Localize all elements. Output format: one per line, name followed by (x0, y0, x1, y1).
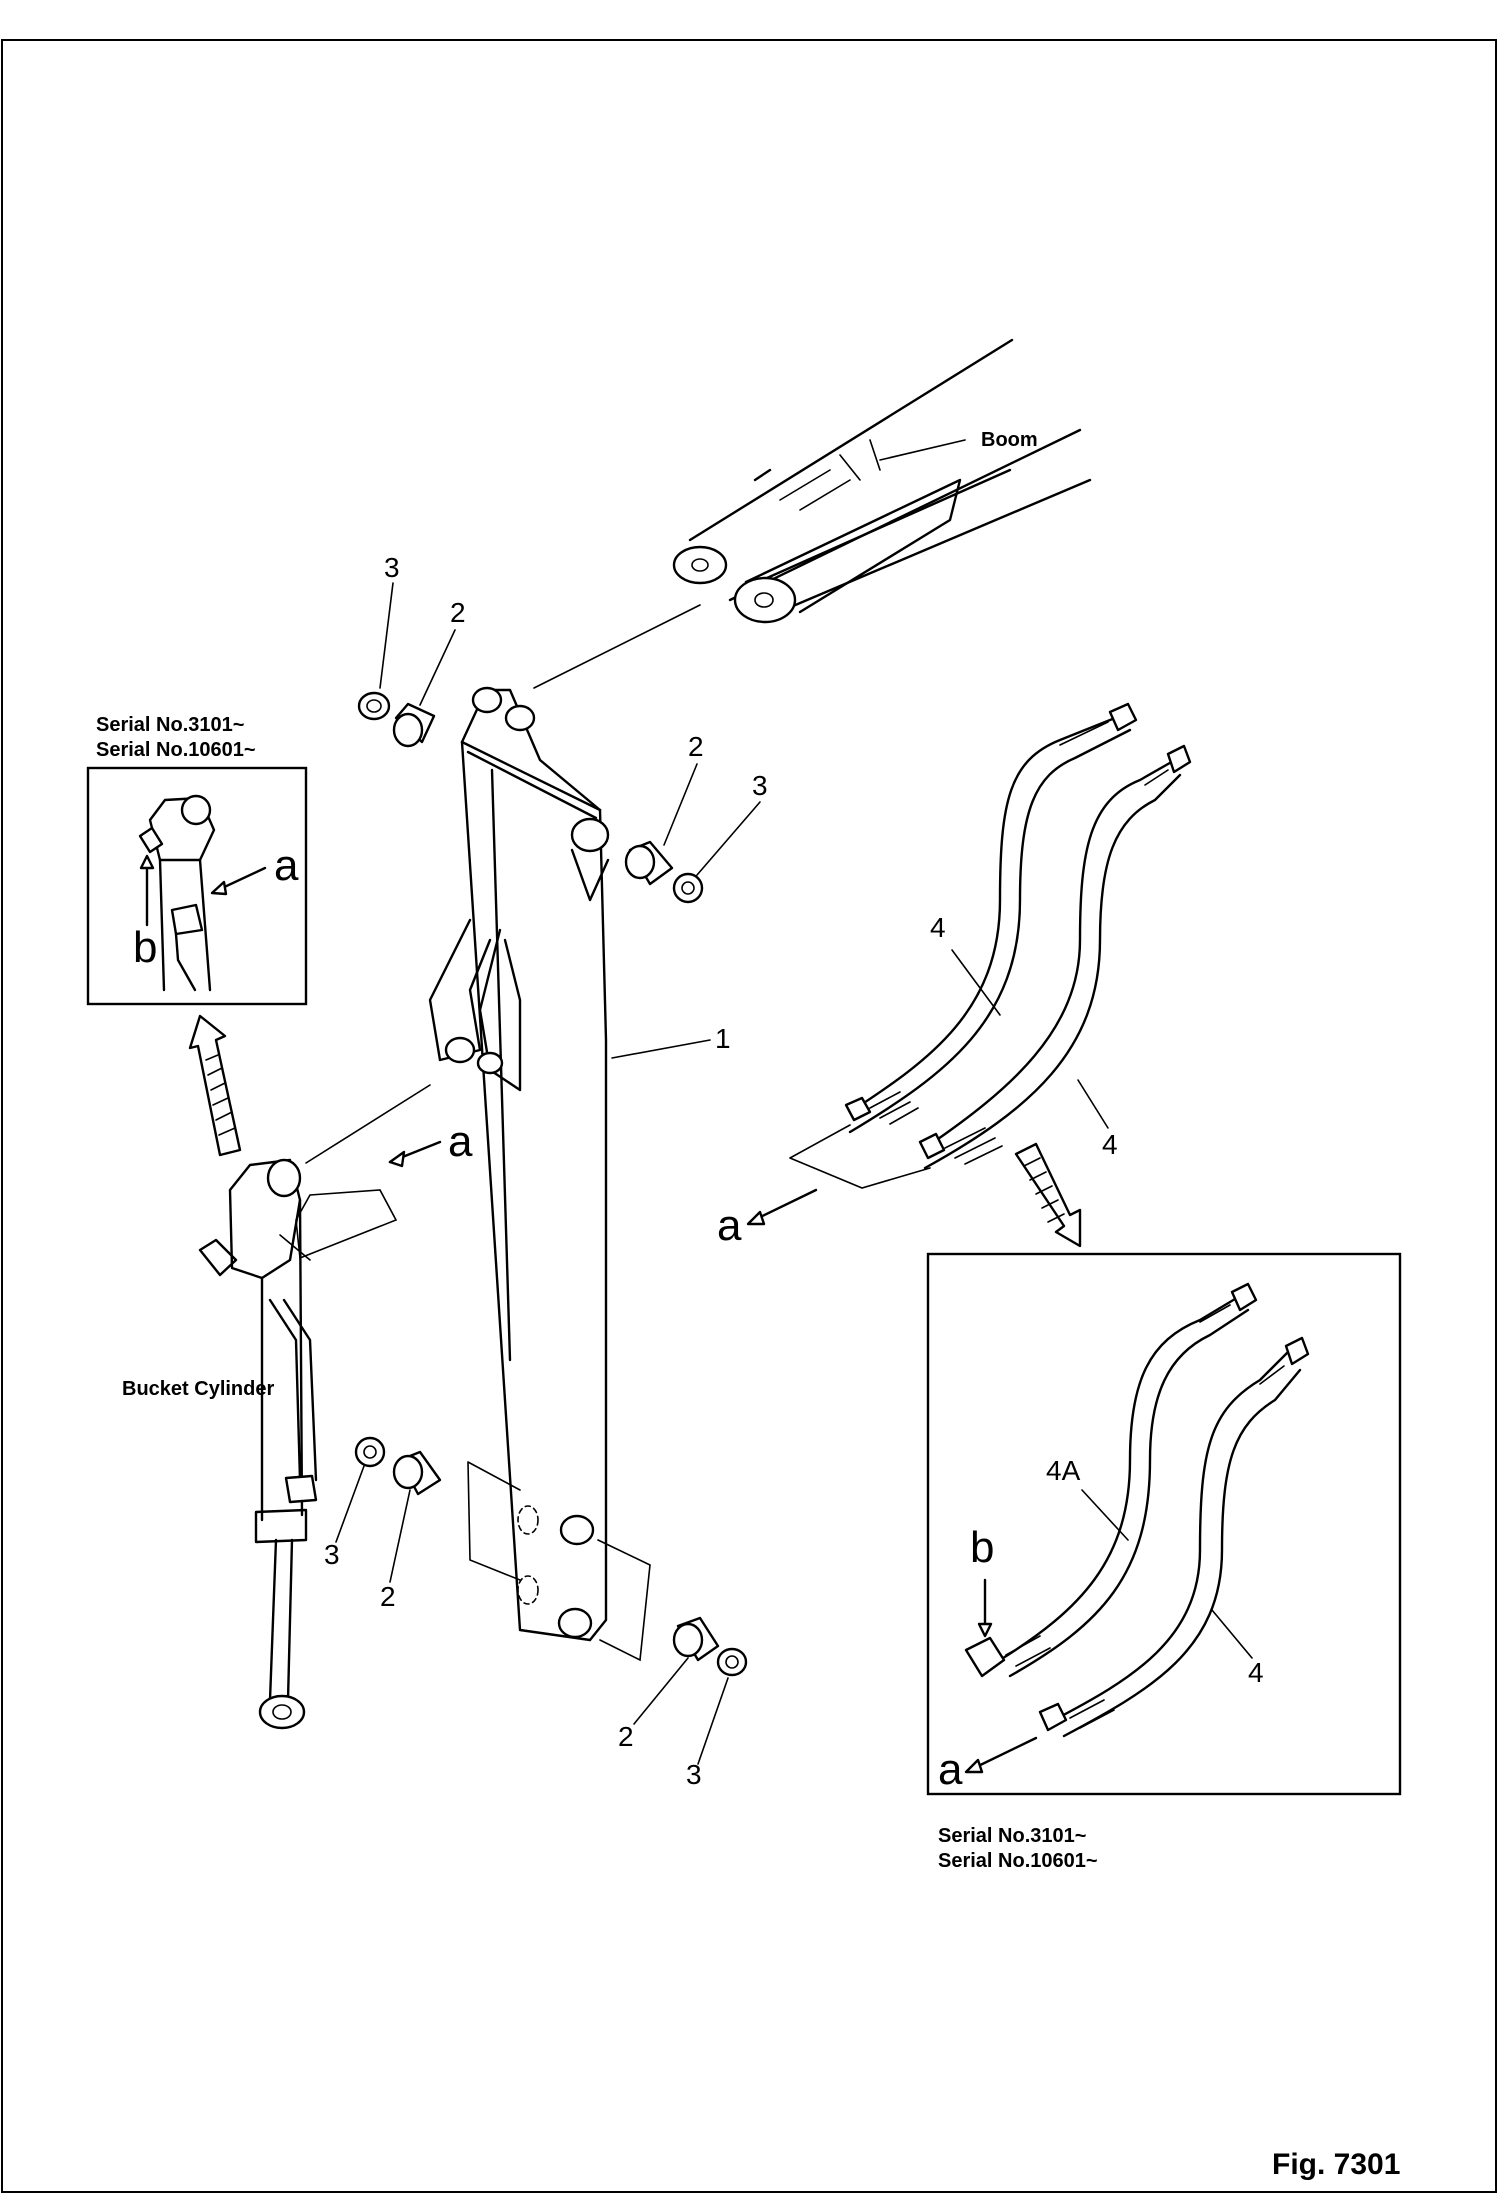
seal-top-left (357, 691, 391, 721)
right-inset-box (926, 1252, 1402, 1796)
page-border (1, 39, 1497, 2193)
callout-hose-upper: 4 (930, 912, 946, 943)
figure-number: Fig. 7301 (1272, 2148, 1400, 2181)
letter-a-right-inset: a (938, 1745, 963, 1794)
left-serial-line1: Serial No.3101~ (96, 714, 244, 736)
callout-bushing-top-right: 2 (688, 731, 704, 762)
letter-b-inset: b (133, 923, 157, 972)
hatched-arrow-up (188, 1014, 242, 1157)
right-inset-hoses (964, 1282, 1310, 1738)
callout-seal-top-right: 3 (752, 770, 768, 801)
letter-b-right-inset: b (970, 1523, 994, 1572)
boom-label: Boom (981, 429, 1038, 451)
seal-top-right (672, 872, 704, 904)
right-serial-line2: Serial No.10601~ (938, 1850, 1098, 1872)
seal-bottom-right (716, 1647, 748, 1677)
callout-seal-bottom-right: 3 (686, 1759, 702, 1790)
arm-assembly (428, 686, 651, 1662)
callout-arm: 1 (715, 1023, 731, 1054)
hatched-arrow-down (1014, 1142, 1082, 1248)
callout-seal-top-left: 3 (384, 552, 400, 583)
callout-seal-bottom-left: 3 (324, 1539, 340, 1570)
bucket-cylinder-label: Bucket Cylinder (122, 1378, 274, 1400)
callout-hose-lower: 4 (1102, 1129, 1118, 1160)
callout-hose-inset: 4 (1248, 1657, 1264, 1688)
right-serial-line1: Serial No.3101~ (938, 1825, 1086, 1847)
bucket-cylinder (198, 1158, 398, 1730)
left-inset-detail (138, 794, 216, 992)
bushing-top-right (624, 840, 674, 886)
boom-illustration (672, 338, 1092, 624)
seal-bottom-left (354, 1436, 386, 1468)
callout-bushing-bottom-right: 2 (618, 1721, 634, 1752)
letter-a-cylinder: a (448, 1117, 473, 1166)
letter-a-inset: a (274, 841, 299, 890)
bushing-bottom-right (672, 1616, 720, 1662)
bushing-top-left (392, 702, 436, 748)
hoses-main (844, 702, 1192, 1170)
callout-bushing-bottom-left: 2 (380, 1581, 396, 1612)
callout-bushing-top-left: 2 (450, 597, 466, 628)
left-inset-box (86, 766, 308, 1006)
left-serial-line2: Serial No.10601~ (96, 739, 256, 761)
letter-a-hoses: a (717, 1201, 742, 1250)
callout-hose-alt: 4A (1046, 1455, 1081, 1486)
bushing-bottom-left (392, 1450, 442, 1496)
